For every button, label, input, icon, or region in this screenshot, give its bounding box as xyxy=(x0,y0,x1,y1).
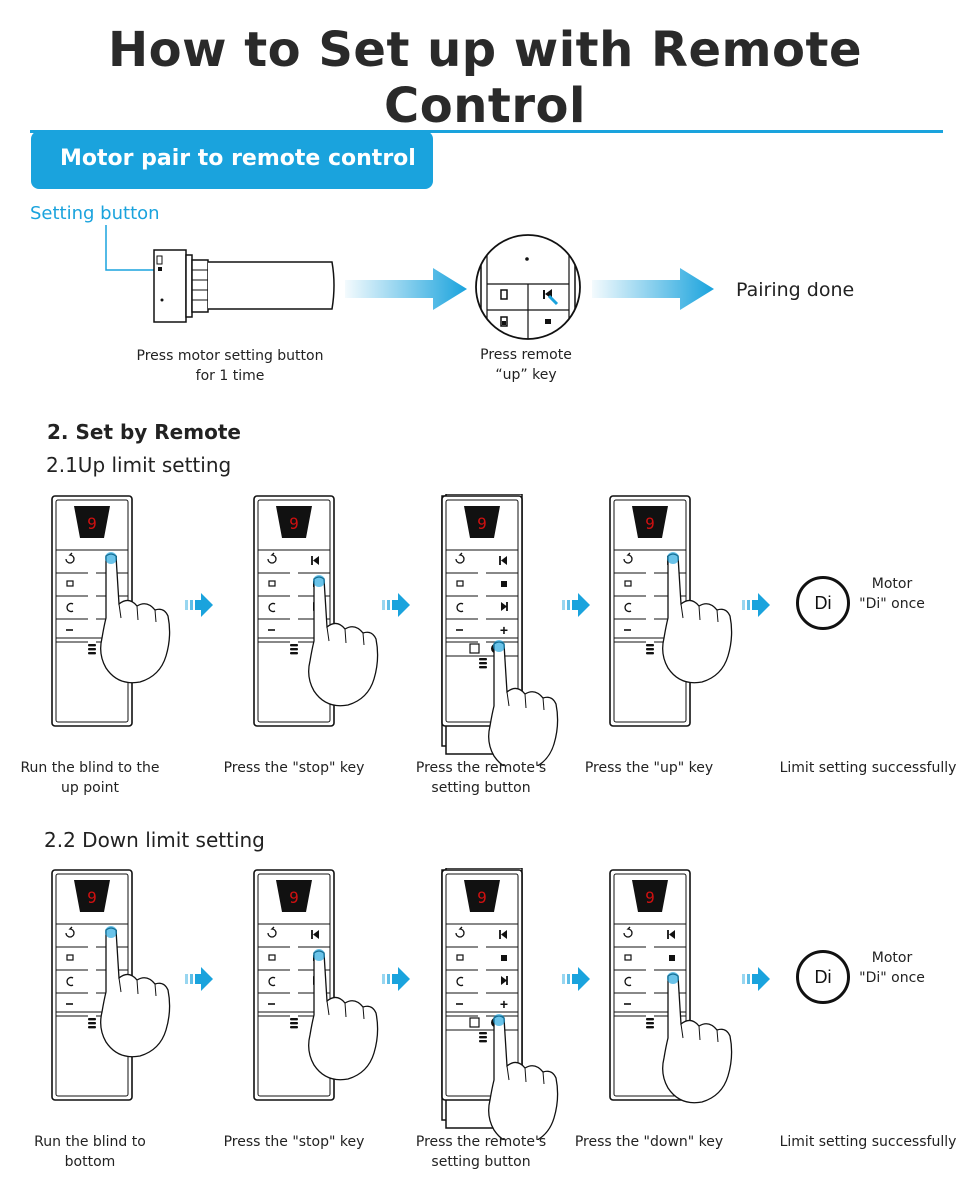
pairing-done-text: Pairing done xyxy=(736,279,855,301)
motor-beep-icon: Di xyxy=(796,576,850,630)
motor-beep-icon: Di xyxy=(796,950,850,1004)
banner-rule xyxy=(30,130,943,133)
remote-illustration: 9 xyxy=(608,494,772,740)
pairing-step2-caption: Press remote “up” key xyxy=(480,347,572,383)
svg-text:9: 9 xyxy=(87,888,97,907)
svg-text:9: 9 xyxy=(289,888,299,907)
pressing-finger-icon xyxy=(100,552,171,684)
flow-arrow-small xyxy=(562,592,592,623)
motor-beep-text: Motor"Di" once xyxy=(859,950,925,986)
step-caption: Press the "stop" key xyxy=(223,1134,365,1150)
remote-illustration: 9 xyxy=(50,494,214,740)
pressing-finger-icon xyxy=(100,926,171,1058)
motor-tube-illustration xyxy=(105,225,335,323)
svg-text:9: 9 xyxy=(477,888,487,907)
flow-arrow-large xyxy=(592,268,714,310)
up-limit-heading: 2.1Up limit setting xyxy=(46,453,232,477)
svg-text:+: + xyxy=(500,622,508,638)
setting-button-label: Setting button xyxy=(30,203,160,224)
motor-beep-text: Motor"Di" once xyxy=(859,576,925,612)
pressing-finger-icon xyxy=(488,640,559,766)
remote-illustration: 9 xyxy=(50,868,214,1114)
step-caption: Limit setting successfully xyxy=(779,760,957,776)
remote-illustration: 9 xyxy=(608,868,772,1114)
pressing-finger-icon xyxy=(308,575,379,707)
flow-arrow-small xyxy=(185,966,215,997)
step-caption: Limit setting successfully xyxy=(779,1134,957,1150)
flow-arrow-small xyxy=(382,592,412,623)
flow-arrow-small xyxy=(742,592,772,623)
svg-text:9: 9 xyxy=(645,888,655,907)
remote-zoom-illustration xyxy=(475,234,581,340)
section-banner: Motor pair to remote control xyxy=(31,131,433,189)
flow-arrow-large xyxy=(345,268,467,310)
svg-text:+: + xyxy=(500,996,508,1012)
svg-text:9: 9 xyxy=(87,514,97,533)
flow-arrow-small xyxy=(742,966,772,997)
remote-illustration: 9 xyxy=(252,494,416,740)
svg-text:9: 9 xyxy=(289,514,299,533)
remote-illustration: 9 xyxy=(252,868,416,1114)
svg-text:9: 9 xyxy=(645,514,655,533)
down-limit-heading: 2.2 Down limit setting xyxy=(44,828,265,852)
remote-illustration: 9+ xyxy=(440,494,604,766)
step-caption: Press the "down" key xyxy=(574,1134,724,1150)
pressing-finger-icon xyxy=(662,972,733,1104)
flow-arrow-small xyxy=(562,966,592,997)
pressing-finger-icon xyxy=(308,949,379,1081)
pressing-finger-icon xyxy=(662,552,733,684)
remote-illustration: 9+ xyxy=(440,868,604,1140)
pairing-step1-caption: Press motor setting button for 1 time xyxy=(136,348,324,384)
flow-arrow-small xyxy=(185,592,215,623)
section-heading: 2. Set by Remote xyxy=(47,420,241,444)
step-caption: Press the "stop" key xyxy=(223,760,365,776)
step-caption: Press the "up" key xyxy=(584,760,714,776)
flow-arrow-small xyxy=(382,966,412,997)
page-title: How to Set up with Remote Control xyxy=(108,22,862,134)
pressing-finger-icon xyxy=(488,1014,559,1140)
svg-text:9: 9 xyxy=(477,514,487,533)
